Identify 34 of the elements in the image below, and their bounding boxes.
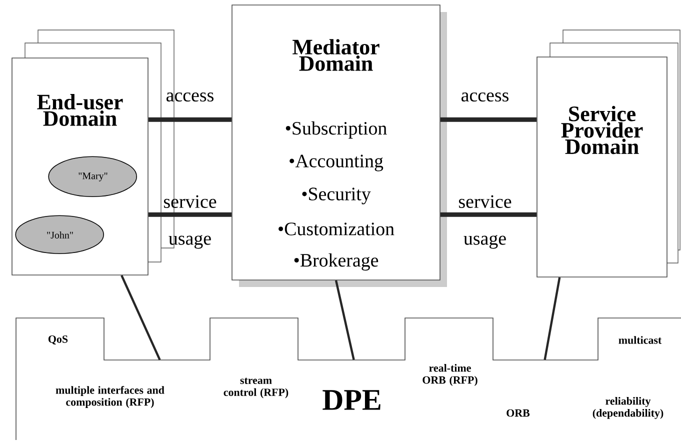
node-label: •Accounting bbox=[290, 154, 384, 172]
node-label: stream control (RFP) bbox=[224, 378, 288, 398]
node-label: reliability (dependability) bbox=[592, 397, 664, 419]
node-label: •Security bbox=[302, 188, 371, 204]
domain-box bbox=[232, 4, 447, 287]
node-label: Service Provider Domain bbox=[561, 106, 643, 154]
node-label: multicast bbox=[618, 336, 662, 344]
node-label: multiple interfaces and composition (RFP) bbox=[56, 386, 164, 408]
edge-label: access bbox=[166, 92, 214, 102]
connector bbox=[440, 212, 537, 217]
node-label: •Customization bbox=[278, 222, 394, 236]
oval bbox=[15, 215, 104, 254]
node-label: "John" bbox=[47, 231, 73, 238]
node-label: ORB bbox=[506, 409, 530, 417]
band bbox=[16, 318, 681, 440]
node-label: DPE bbox=[322, 390, 380, 410]
edge-label: service usage bbox=[164, 195, 216, 249]
node-label: •Subscription bbox=[286, 121, 387, 139]
connector bbox=[544, 277, 561, 360]
connector bbox=[120, 274, 161, 360]
domain-box bbox=[536, 56, 668, 278]
edge-label: access bbox=[462, 92, 508, 102]
node-label: "Mary" bbox=[78, 172, 108, 182]
node-label: End-user Domain bbox=[37, 94, 123, 126]
connector bbox=[148, 117, 232, 122]
node-label: real-time ORB (RFP) bbox=[422, 364, 478, 386]
connector bbox=[440, 117, 537, 122]
oval bbox=[48, 156, 138, 197]
connector bbox=[334, 280, 355, 360]
node-label: QoS bbox=[48, 335, 68, 344]
edge-label: service usage bbox=[458, 195, 512, 249]
node-label: Mediator Domain bbox=[292, 39, 380, 71]
node-label: •Brokerage bbox=[294, 253, 378, 271]
connector bbox=[148, 212, 232, 217]
